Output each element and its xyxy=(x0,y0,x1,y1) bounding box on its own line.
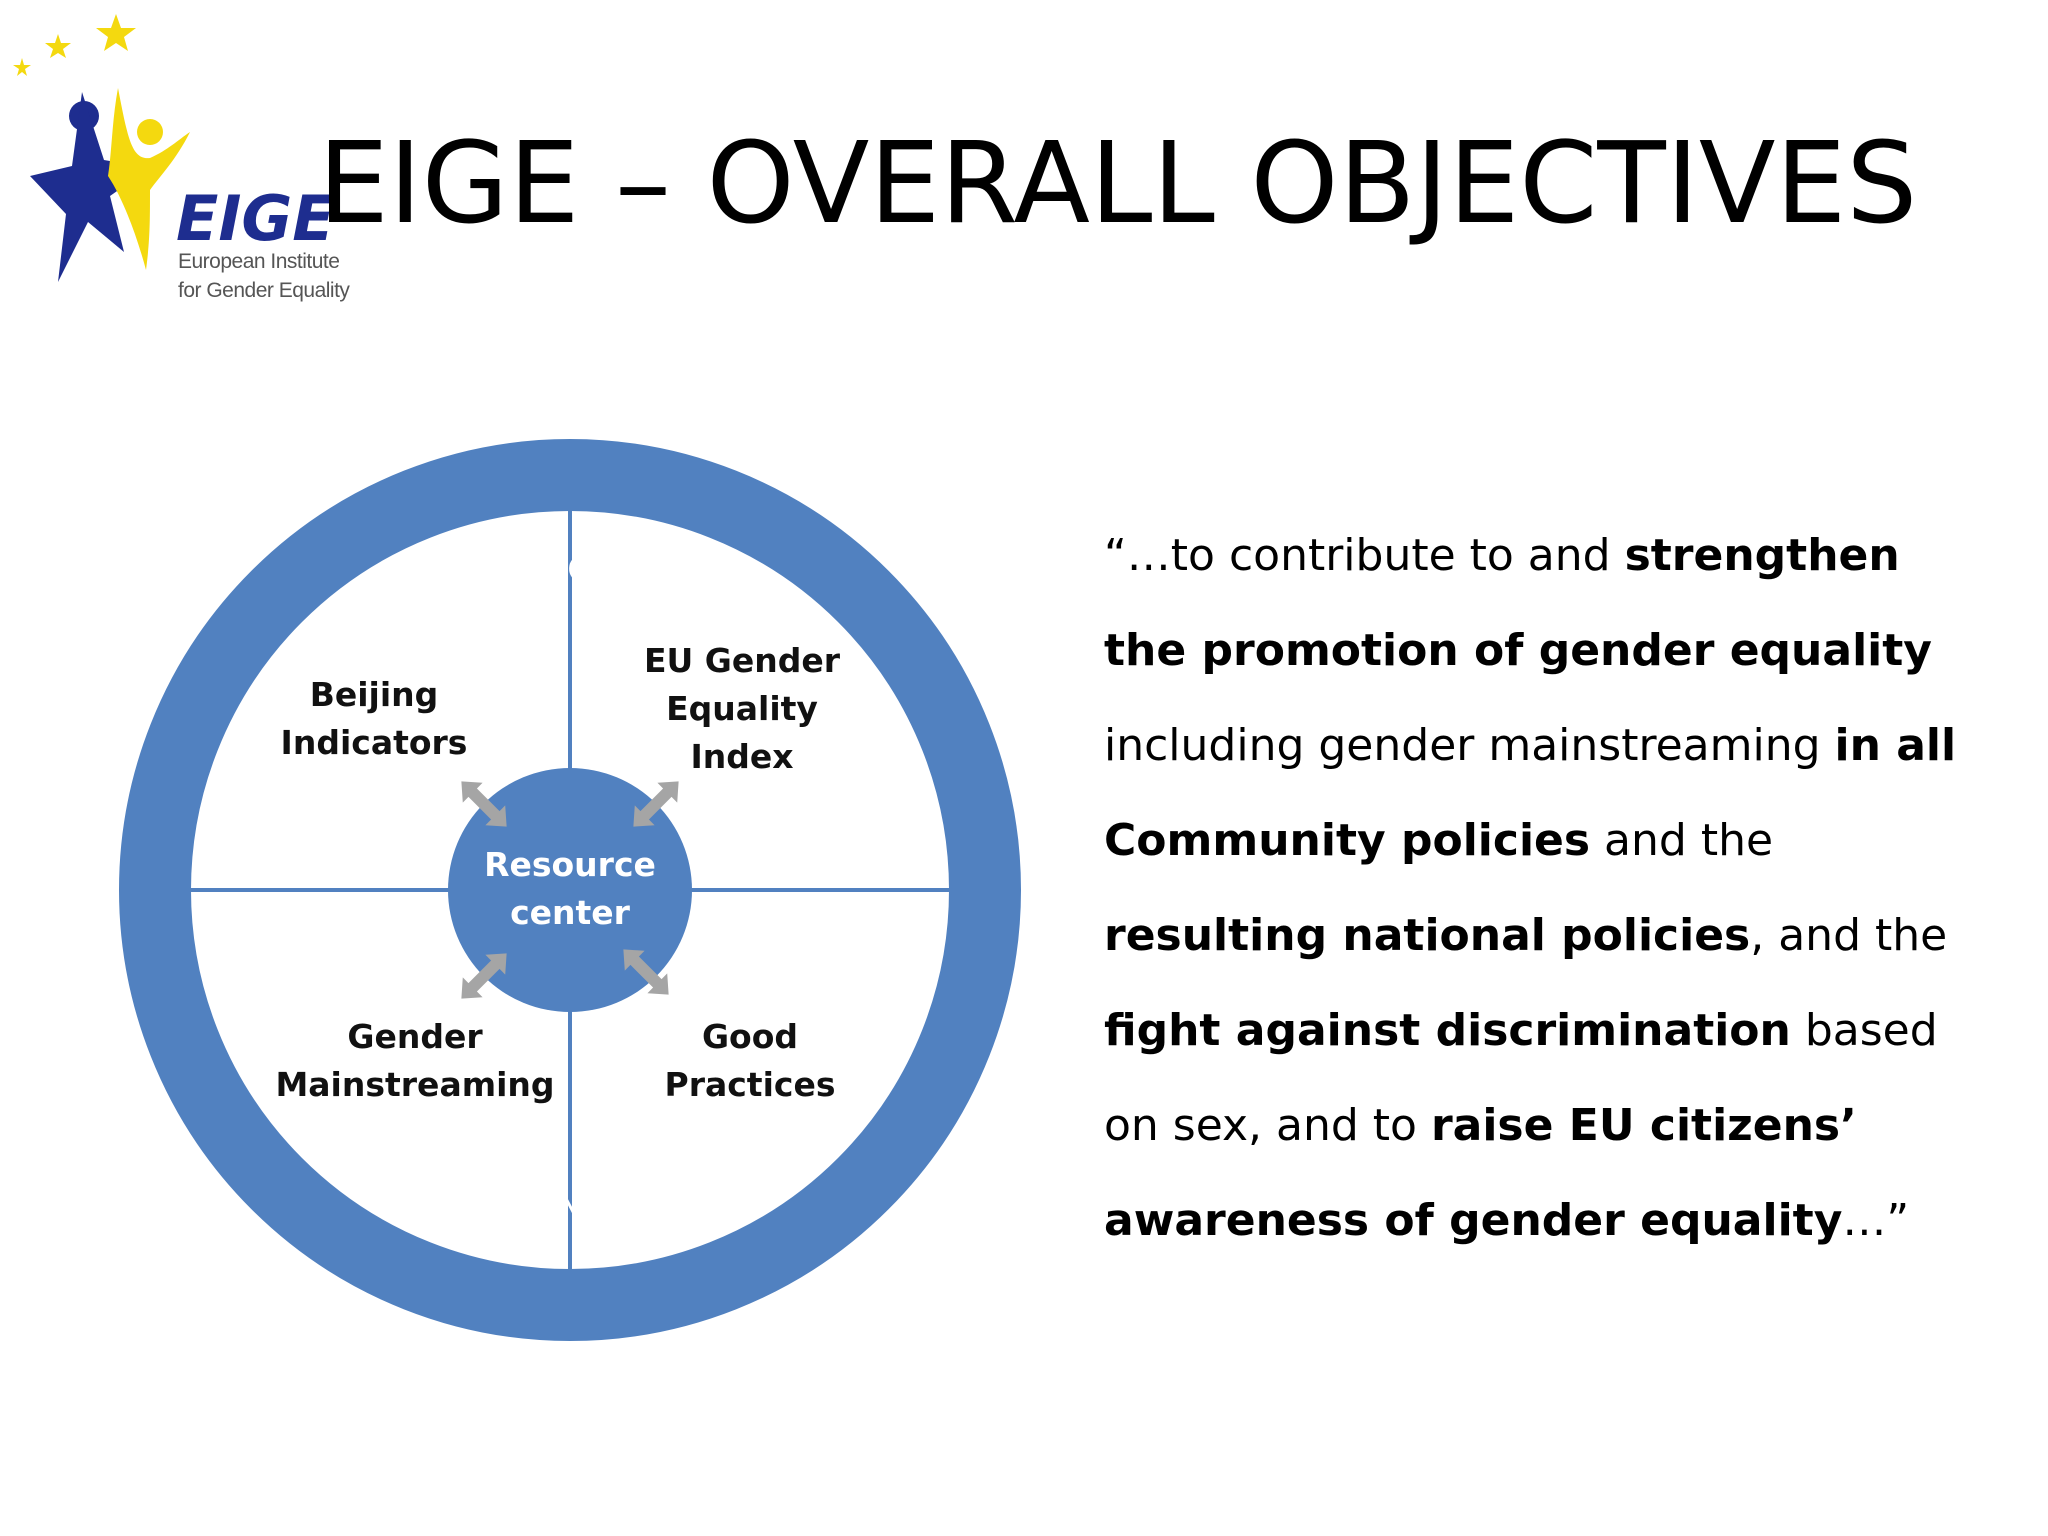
quadrant-bottom-left-line-1: Gender xyxy=(347,1017,483,1056)
quote-segment-bold: strengthen the promotion of gender equal… xyxy=(1104,530,1932,676)
eige-logo-graphic: EIGE xyxy=(13,14,335,282)
logo-wordmark: EIGE xyxy=(176,182,330,255)
resource-wheel-diagram: Resource center STAKEHOLDERS COMMUNICATI… xyxy=(119,439,1021,1341)
arrow-bottom-left-icon xyxy=(461,953,507,999)
quote-segment: , and the xyxy=(1750,910,1948,961)
quadrant-top-right-line-1: EU Gender xyxy=(644,641,841,680)
quadrant-top-right-line-2: Equality xyxy=(666,689,818,728)
figure-head-yellow xyxy=(137,119,163,145)
quote-segment-bold: resulting national policies xyxy=(1104,910,1751,961)
quote-segment: and the xyxy=(1590,815,1774,866)
quadrant-top-left-line-2: Indicators xyxy=(281,723,468,762)
arrows xyxy=(461,781,679,999)
star-icon xyxy=(13,58,31,76)
quote-segment: including gender mainstreaming xyxy=(1104,720,1835,771)
quote-segment: …” xyxy=(1842,1195,1910,1246)
quote-segment-bold: raise EU citizens’ awareness of gender e… xyxy=(1104,1100,1857,1246)
blue-figure-icon xyxy=(30,92,150,282)
center-label-line-2: center xyxy=(510,893,631,932)
quadrant-top-left-line-1: Beijing xyxy=(310,675,439,714)
quote-segment-bold: in all Community policies xyxy=(1104,720,1957,866)
eige-logo: EIGE European Institute for Gender Equal… xyxy=(0,0,350,330)
objectives-quote: “…to contribute to and strengthen the pr… xyxy=(1104,508,1984,1268)
arrow-bottom-right-icon xyxy=(623,949,669,995)
yellow-figure-icon xyxy=(108,88,190,270)
arrow-top-right-icon xyxy=(633,781,679,827)
quote-segment: based on sex, and to xyxy=(1104,1005,1938,1151)
star-icon xyxy=(45,34,71,58)
quadrant-bottom-right-line-2: Practices xyxy=(665,1065,836,1104)
slide-title: EIGE – OVERALL OBJECTIVES xyxy=(318,119,1918,249)
logo-line-2: for Gender Equality xyxy=(178,279,350,302)
arrow-top-left-icon xyxy=(461,781,507,827)
quote-segment-bold: fight against discrimination xyxy=(1104,1005,1791,1056)
quadrant-bottom-left-line-2: Mainstreaming xyxy=(275,1065,554,1104)
quote-segment: “…to contribute to and xyxy=(1104,530,1625,581)
center-label-line-1: Resource xyxy=(484,845,656,884)
logo-line-1: European Institute xyxy=(178,250,340,273)
quadrant-top-right-line-3: Index xyxy=(690,737,793,776)
quadrant-bottom-right-line-1: Good xyxy=(702,1017,798,1056)
star-icon xyxy=(96,14,136,51)
outer-ring xyxy=(119,439,1021,1341)
